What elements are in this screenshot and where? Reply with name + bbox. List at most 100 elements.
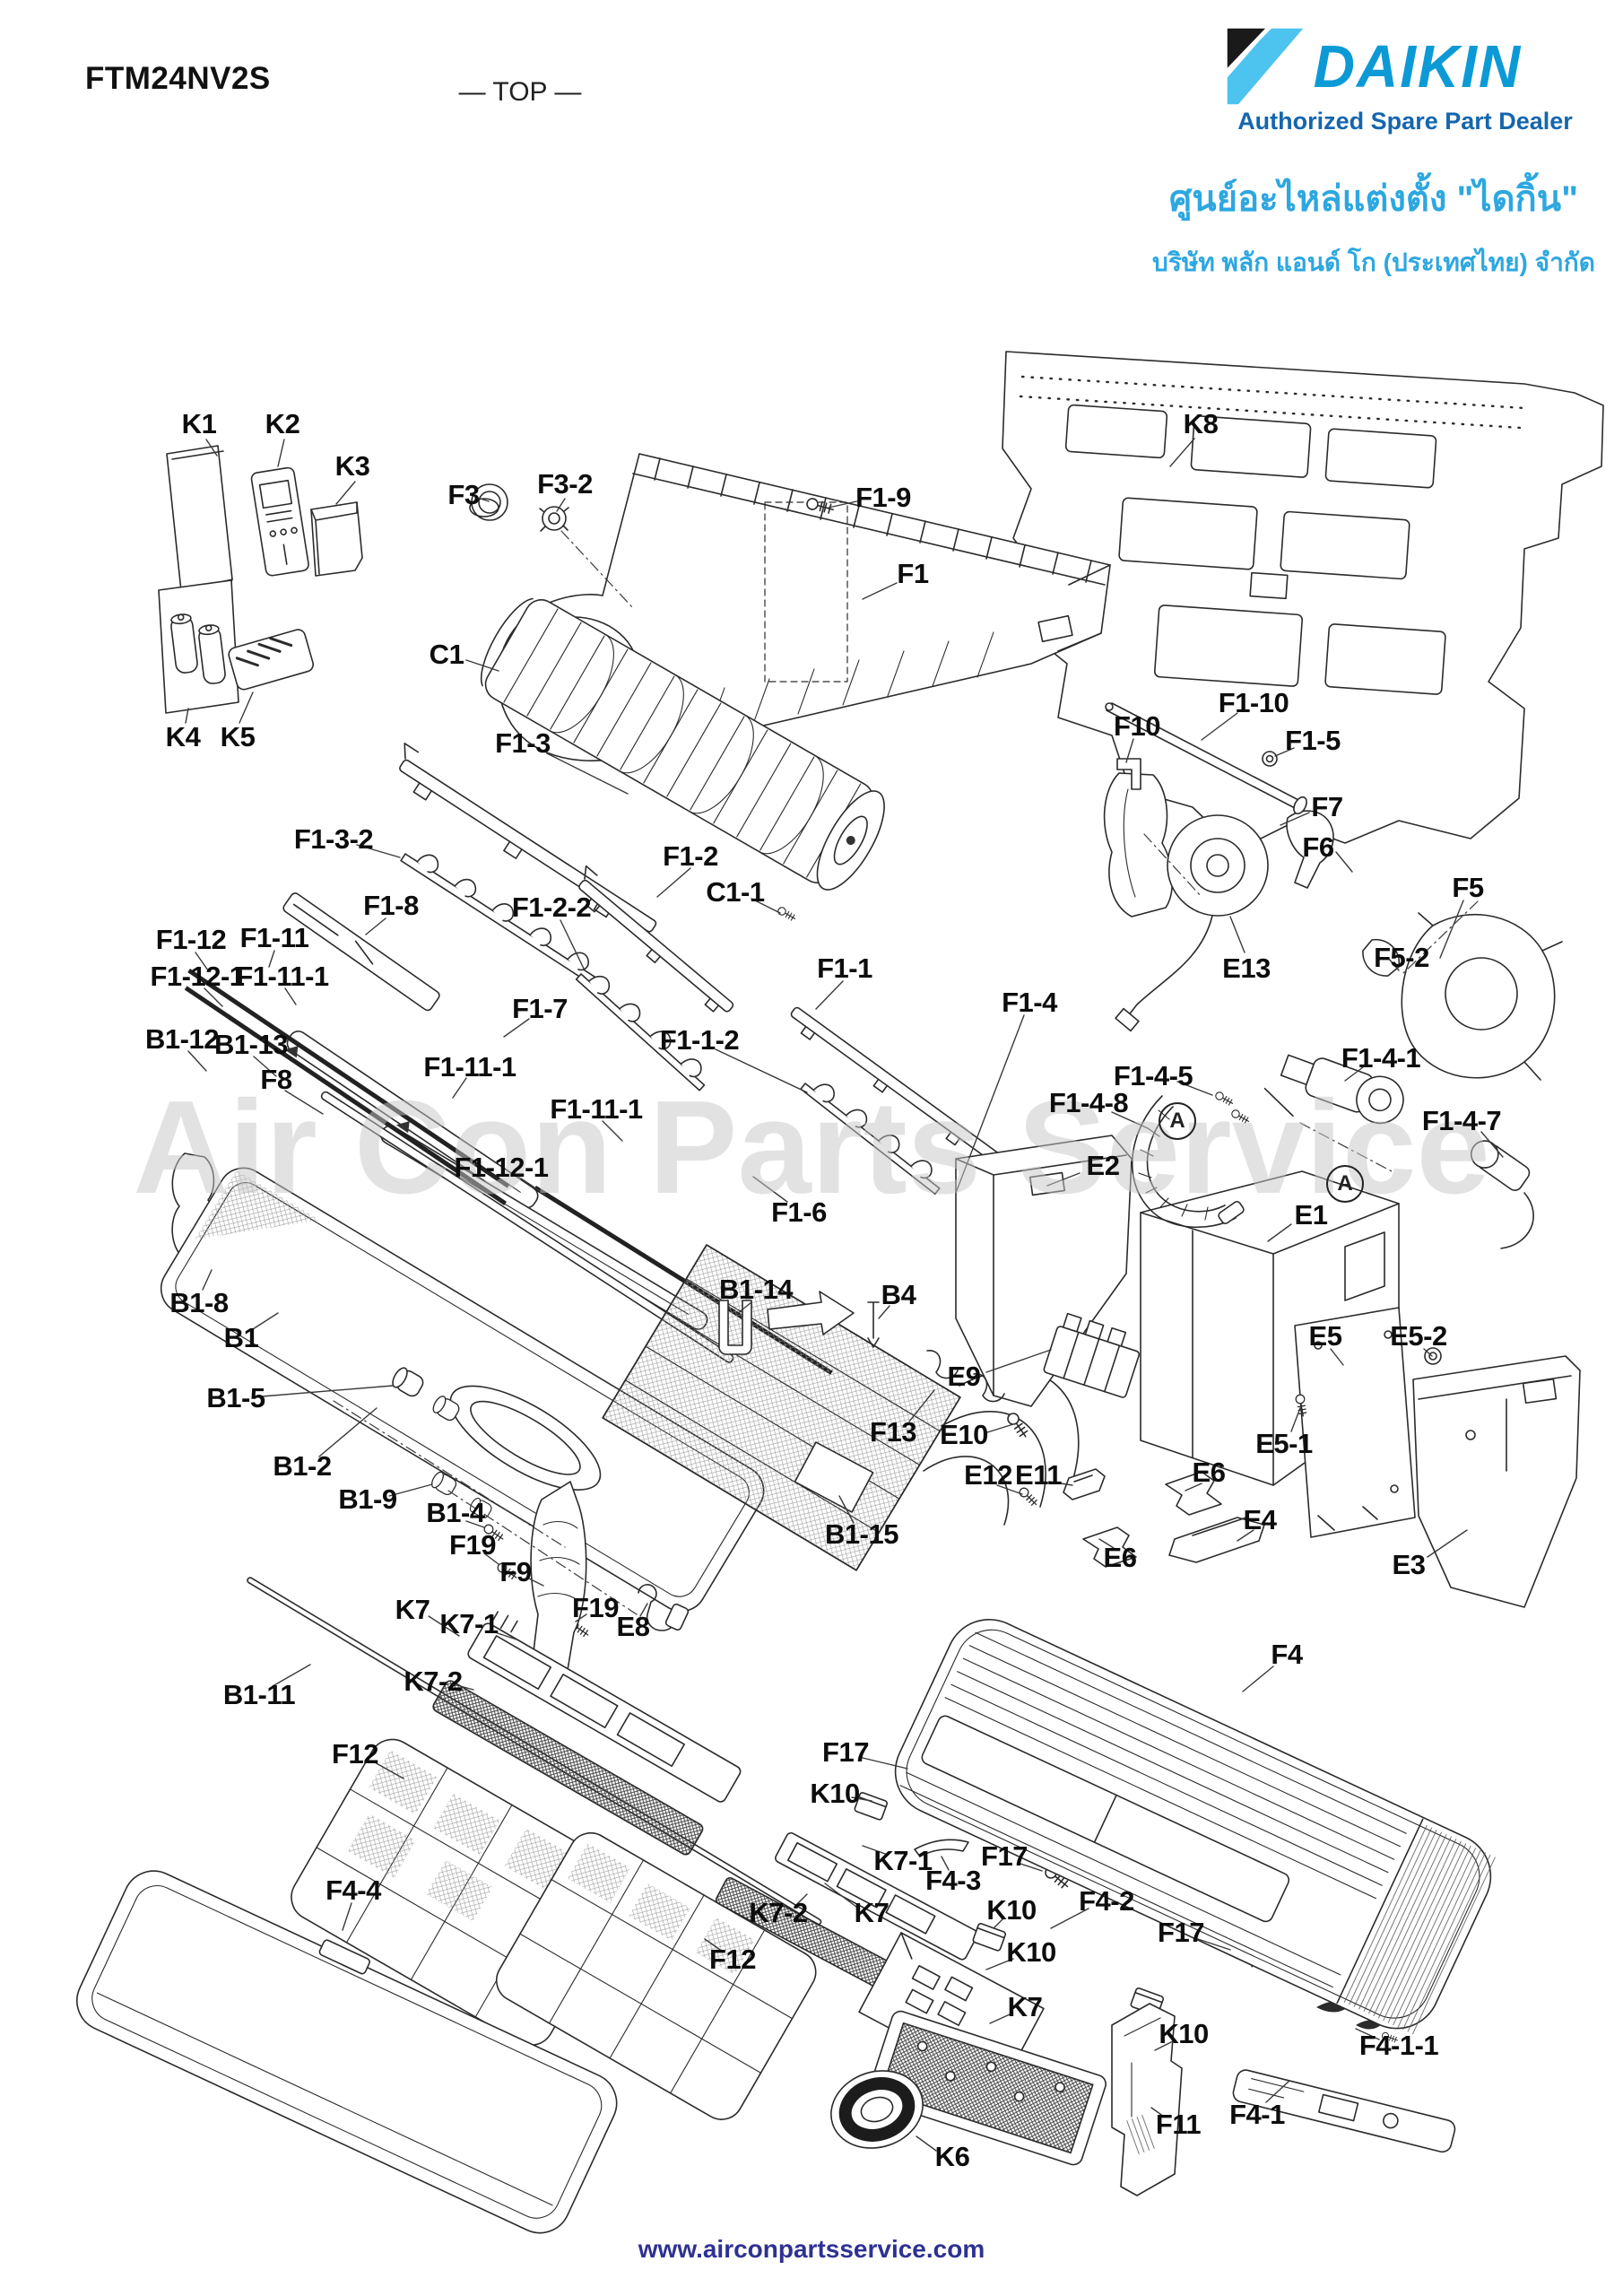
part-label-k10: K10	[810, 1778, 860, 1809]
part-label-f4-4: F4-4	[325, 1874, 381, 1906]
part-label-b1-12: B1-12	[145, 1023, 219, 1055]
part-label-f9: F9	[499, 1556, 532, 1587]
part-label-c1-1: C1-1	[706, 876, 765, 908]
part-label-f3-2: F3-2	[537, 468, 593, 500]
part-label-f1-2-2: F1-2-2	[511, 891, 592, 923]
part-label-k4: K4	[165, 721, 201, 752]
part-label-k1: K1	[181, 408, 217, 439]
part-label-b1: B1	[223, 1322, 259, 1353]
part-label-f17: F17	[1158, 1917, 1204, 1948]
part-label-k7-2: K7-2	[404, 1665, 463, 1697]
part-label-f1-3: F1-3	[495, 727, 551, 759]
part-label-b1-2: B1-2	[273, 1450, 332, 1482]
part-label-e4: E4	[1243, 1504, 1277, 1535]
part-label-b1-15: B1-15	[825, 1518, 898, 1550]
brand-block: DAIKIN Authorized Spare Part Dealer ศูนย…	[1141, 27, 1607, 283]
callout-circle-a: A	[1159, 1102, 1196, 1140]
part-label-f4-1-1: F4-1-1	[1358, 2030, 1439, 2061]
part-label-f4-1: F4-1	[1229, 2099, 1285, 2130]
part-label-b1-9: B1-9	[338, 1483, 397, 1515]
part-label-k7-2: K7-2	[749, 1897, 808, 1928]
part-label-e3: E3	[1392, 1549, 1426, 1580]
part-label-f12: F12	[332, 1738, 378, 1770]
part-label-f1-1: F1-1	[817, 952, 872, 984]
part-label-b4: B4	[881, 1279, 916, 1310]
part-label-b1-8: B1-8	[169, 1287, 229, 1318]
part-label-k7-1: K7-1	[873, 1845, 933, 1876]
part-label-f17: F17	[822, 1736, 869, 1768]
part-label-k8: K8	[1183, 408, 1219, 439]
part-label-e6: E6	[1103, 1542, 1137, 1573]
part-label-k10: K10	[1006, 1936, 1056, 1968]
part-label-k7: K7	[395, 1594, 430, 1625]
part-label-f1-6: F1-6	[771, 1196, 827, 1228]
part-label-f1-4-5: F1-4-5	[1113, 1060, 1193, 1091]
part-label-e8: E8	[616, 1611, 650, 1642]
brand-name: DAIKIN	[1313, 32, 1523, 100]
part-label-f1-5: F1-5	[1285, 725, 1341, 756]
part-label-k6: K6	[934, 2141, 970, 2172]
part-label-f1-10: F1-10	[1218, 687, 1289, 718]
part-label-f1-11-1: F1-11-1	[423, 1051, 516, 1083]
part-label-k7: K7	[1007, 1991, 1043, 2022]
daikin-logo-icon	[1227, 28, 1304, 105]
part-label-f13: F13	[870, 1416, 916, 1448]
part-label-f1: F1	[897, 558, 929, 589]
part-label-f1-3-2: F1-3-2	[293, 823, 374, 855]
part-label-k10: K10	[986, 1894, 1037, 1926]
part-label-b1-14: B1-14	[719, 1274, 793, 1305]
part-label-k7: K7	[854, 1897, 890, 1928]
part-label-f4-3: F4-3	[925, 1865, 981, 1896]
part-label-c1: C1	[429, 639, 464, 670]
part-label-f1-4-8: F1-4-8	[1048, 1087, 1129, 1118]
part-label-f12: F12	[709, 1944, 756, 1975]
part-label-e5-1: E5-1	[1255, 1428, 1313, 1459]
part-label-f1-11-1: F1-11-1	[236, 961, 329, 992]
part-label-f11: F11	[1155, 2109, 1202, 2140]
model-number: FTM24NV2S	[85, 61, 271, 96]
part-label-f1-7: F1-7	[512, 993, 568, 1024]
part-label-f4-2: F4-2	[1079, 1885, 1134, 1917]
part-label-b1-13: B1-13	[214, 1029, 288, 1060]
part-label-b1-5: B1-5	[206, 1382, 265, 1413]
website-link[interactable]: www.airconpartsservice.com	[638, 2235, 985, 2263]
part-label-k2: K2	[265, 408, 300, 439]
part-label-e9: E9	[947, 1361, 981, 1392]
part-label-f17: F17	[981, 1840, 1028, 1872]
part-label-e1: E1	[1294, 1199, 1328, 1231]
part-label-f1-8: F1-8	[363, 890, 419, 921]
part-label-f1-12-1: F1-12-1	[454, 1152, 549, 1183]
part-label-e10: E10	[940, 1419, 988, 1450]
part-label-f6: F6	[1302, 831, 1334, 863]
part-label-f1-4-7: F1-4-7	[1421, 1105, 1502, 1136]
part-label-f3: F3	[447, 479, 480, 510]
part-label-e5: E5	[1308, 1320, 1342, 1352]
brand-tagline: Authorized Spare Part Dealer	[1237, 108, 1573, 135]
part-label-f5-2: F5-2	[1374, 942, 1429, 973]
part-label-e2: E2	[1086, 1150, 1120, 1181]
part-label-e11: E11	[1015, 1459, 1062, 1491]
part-label-f1-11: F1-11	[239, 922, 309, 953]
part-label-f1-4: F1-4	[1002, 987, 1057, 1018]
part-label-f19: F19	[572, 1592, 619, 1623]
callout-circle-a: A	[1326, 1165, 1364, 1203]
part-label-f1-12-1: F1-12-1	[150, 961, 245, 992]
part-label-e12: E12	[964, 1459, 1012, 1491]
part-label-k7-1: K7-1	[439, 1608, 499, 1639]
part-label-f7: F7	[1311, 791, 1343, 822]
part-label-f1-1-2: F1-1-2	[659, 1024, 740, 1056]
part-label-f8: F8	[260, 1064, 292, 1095]
part-label-k5: K5	[220, 721, 256, 752]
part-label-e5-2: E5-2	[1390, 1320, 1447, 1352]
part-label-f4: F4	[1271, 1639, 1303, 1670]
part-label-k3: K3	[334, 450, 370, 482]
view-label: — TOP —	[458, 77, 582, 107]
part-label-e13: E13	[1222, 952, 1271, 984]
part-label-f1-9: F1-9	[855, 482, 911, 513]
dealer-name-thai: ศูนย์อะไหล่แต่งตั้ง "ไดกิ้น"	[1168, 179, 1579, 219]
part-label-f1-4-1: F1-4-1	[1341, 1042, 1421, 1074]
part-label-f1-12: F1-12	[155, 924, 227, 955]
part-label-k10: K10	[1159, 2018, 1209, 2049]
